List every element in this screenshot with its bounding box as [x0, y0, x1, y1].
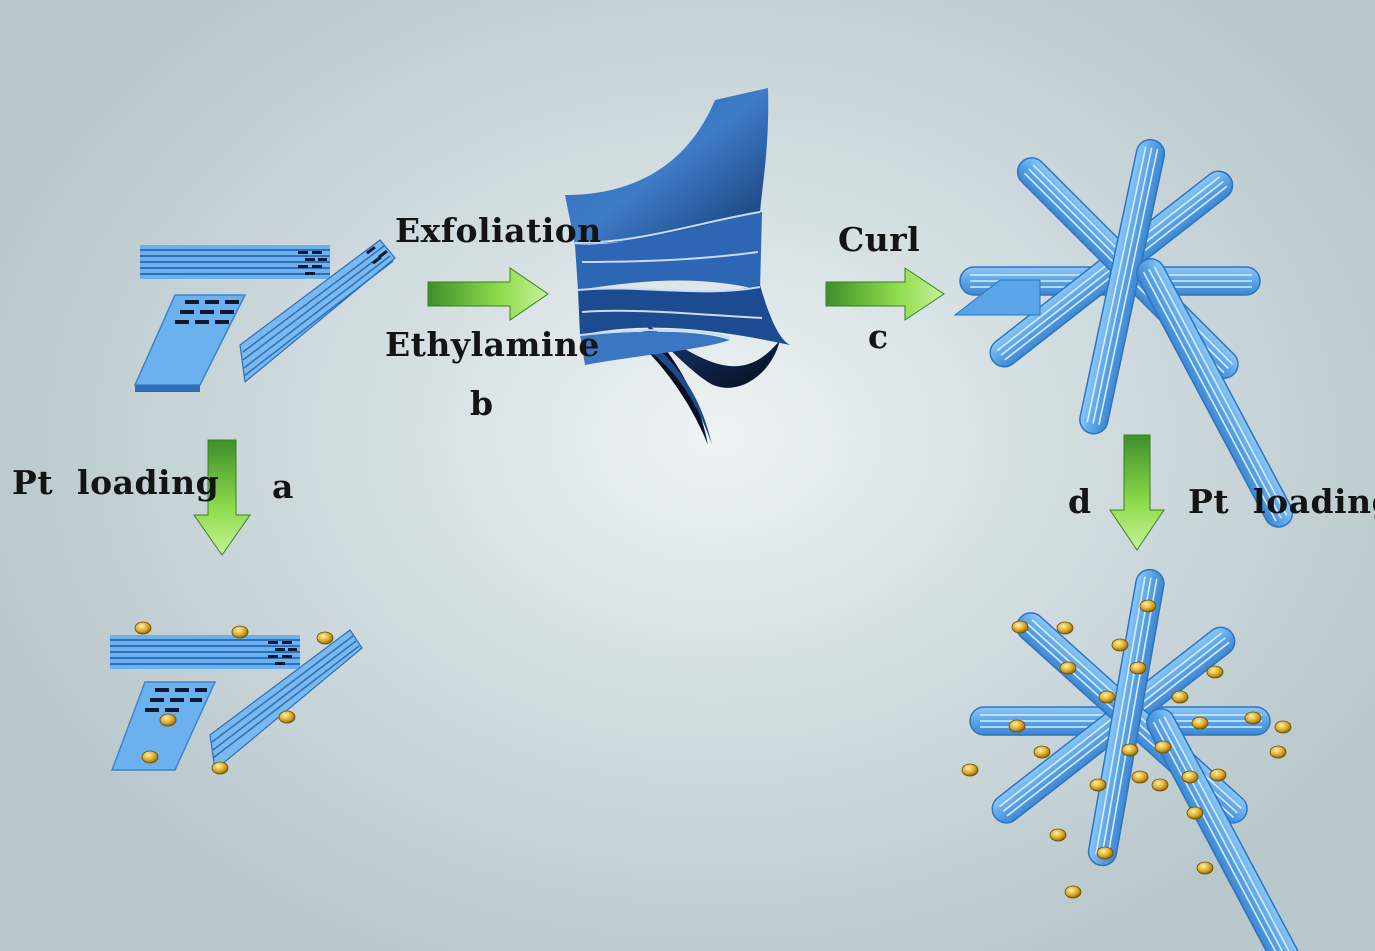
arrow-c-curl	[825, 267, 945, 321]
layered-stack-pt-loaded	[109, 621, 363, 775]
arrow-a-pt-loading	[193, 439, 251, 556]
label-ethylamine: Ethylamine	[385, 325, 600, 364]
rolled-nanotube-cluster	[953, 136, 1299, 533]
arrow-b-exfoliation	[427, 267, 549, 321]
exfoliated-sheets	[565, 88, 790, 445]
layered-stack-initial	[133, 239, 396, 392]
label-step-a: a	[272, 467, 294, 506]
label-step-b: b	[470, 384, 494, 423]
label-pt-loading-right: Pt loading	[1188, 482, 1375, 521]
label-step-c: c	[868, 317, 889, 356]
arrow-d-pt-loading	[1109, 434, 1165, 551]
label-step-d: d	[1068, 482, 1092, 521]
label-curl: Curl	[838, 220, 921, 259]
rolled-nanotube-cluster-pt-loaded	[961, 566, 1309, 951]
label-pt-loading-left: Pt loading	[12, 463, 220, 502]
label-exfoliation: Exfoliation	[395, 211, 602, 250]
